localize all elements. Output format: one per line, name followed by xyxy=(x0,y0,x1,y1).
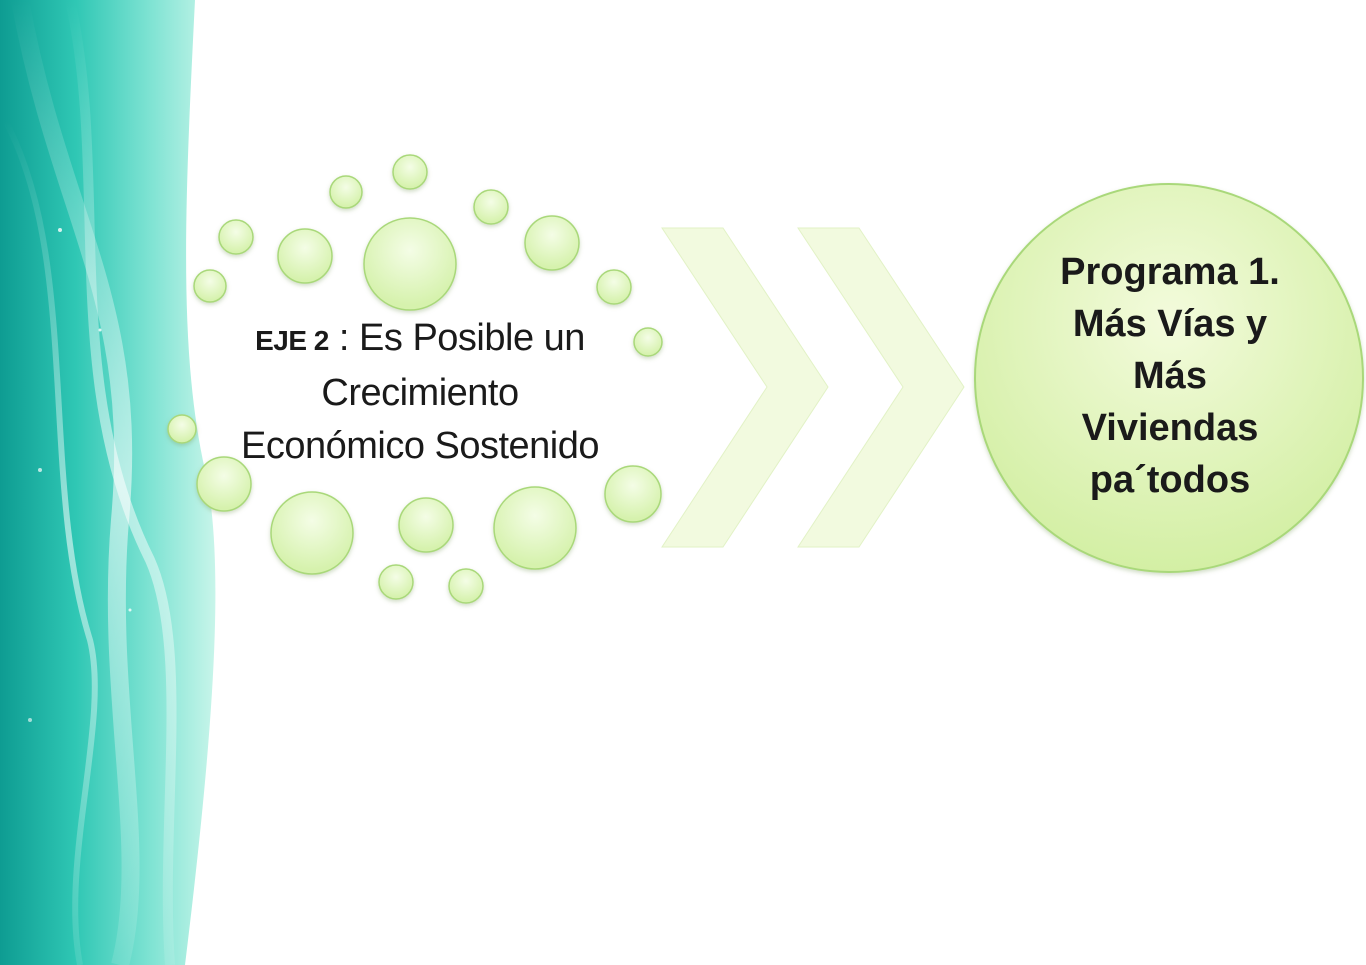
eje-label: EJE 2 : Es Posible un Crecimiento Económ… xyxy=(190,312,650,473)
programa-line2: Más Vías y xyxy=(1072,303,1268,345)
bubble xyxy=(277,228,333,284)
chevron-right-icon xyxy=(661,227,829,548)
bubble xyxy=(596,269,632,305)
programa-circle xyxy=(974,183,1364,573)
bubble xyxy=(473,189,509,225)
programa-label: Programa 1. Más Vías y Más Viviendas pa´… xyxy=(1000,246,1340,506)
bubble xyxy=(392,154,428,190)
bubble xyxy=(196,456,252,512)
bubble xyxy=(270,491,354,575)
eje-title-line1: EJE 2 : Es Posible un xyxy=(190,312,650,367)
bubble xyxy=(493,486,577,570)
programa-line4: Viviendas xyxy=(1081,407,1259,449)
bubble xyxy=(524,215,580,271)
eje-title-line3: Económico Sostenido xyxy=(240,425,600,467)
chevron-arrows xyxy=(661,227,965,548)
programa-line1: Programa 1. xyxy=(1060,251,1280,293)
programa-line3: Más xyxy=(1133,355,1207,397)
bubble xyxy=(398,497,454,553)
bubble xyxy=(448,568,484,604)
bubble xyxy=(604,465,662,523)
bubble-ring xyxy=(167,154,663,604)
bubble xyxy=(633,327,663,357)
eje-separator: : xyxy=(328,317,360,359)
bubble xyxy=(218,219,254,255)
bubble xyxy=(378,564,414,600)
eje-title-line2: Crecimiento xyxy=(321,372,519,414)
chevron-right-icon xyxy=(797,227,965,548)
bubble xyxy=(329,175,363,209)
eje-title-part1: Es Posible un xyxy=(359,317,585,359)
bubble xyxy=(193,269,227,303)
eje-tag: EJE 2 xyxy=(255,325,329,356)
bubble xyxy=(167,414,197,444)
bubble xyxy=(363,217,457,311)
programa-line5: pa´todos xyxy=(1089,459,1251,501)
decorative-teal-band xyxy=(0,0,216,965)
